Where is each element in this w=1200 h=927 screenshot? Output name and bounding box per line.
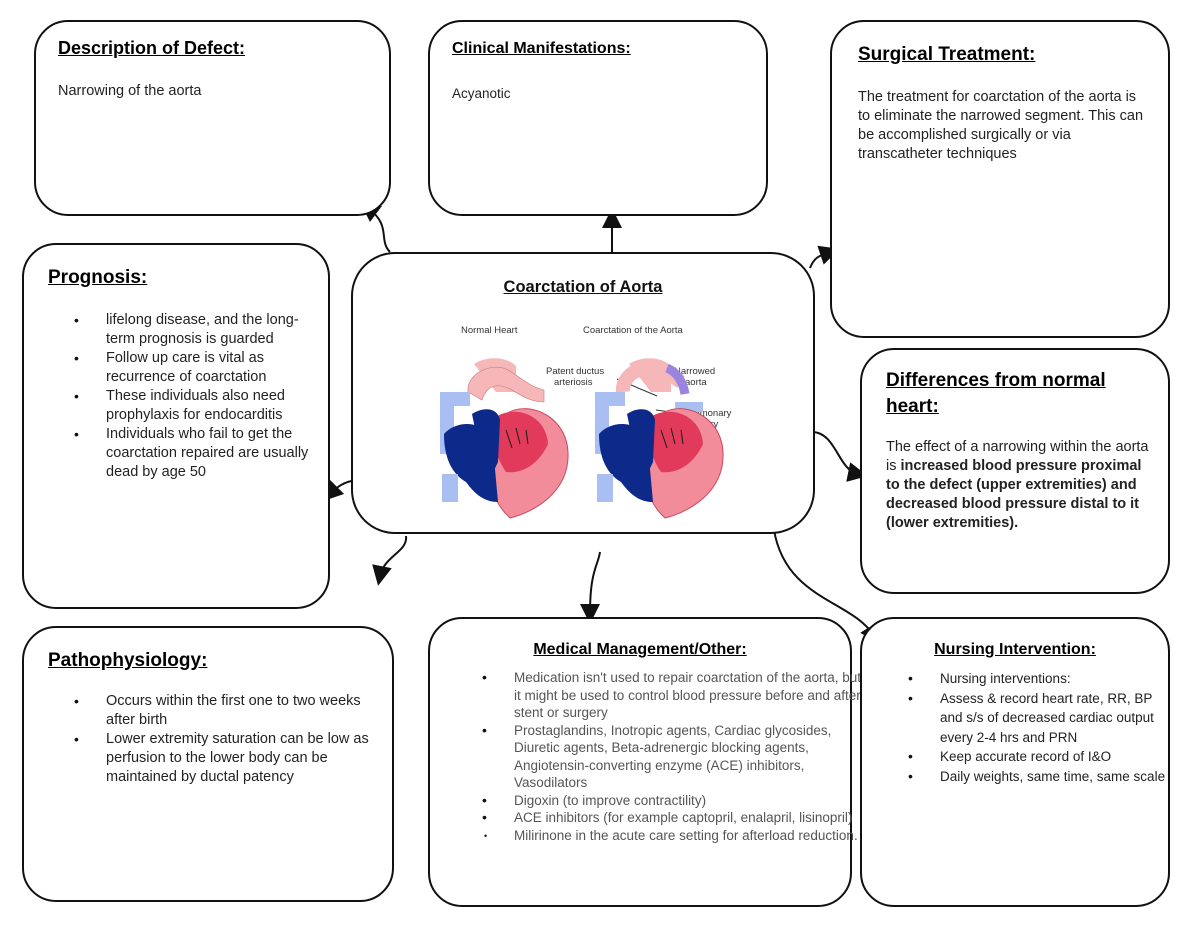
prognosis-item: Follow up care is vital as recurrence of… xyxy=(74,349,314,387)
pathophysiology-box: Pathophysiology: Occurs within the first… xyxy=(22,626,394,902)
nursing-item: Daily weights, same time, same scale xyxy=(908,767,1178,787)
normal-heart xyxy=(440,358,569,519)
description-text: Narrowing of the aorta xyxy=(58,83,202,99)
differences-text-plain: The effect of a narrowing within the aor… xyxy=(886,439,1149,474)
clinical-title: Clinical Manifestations: xyxy=(452,40,631,57)
surgical-title: Surgical Treatment: xyxy=(858,44,1036,65)
prognosis-item: lifelong disease, and the long-term prog… xyxy=(74,311,314,349)
prognosis-list: lifelong disease, and the long-term prog… xyxy=(48,311,314,482)
clinical-box: Clinical Manifestations: Acyanotic xyxy=(428,20,768,216)
nursing-item: Nursing interventions: xyxy=(908,669,1178,689)
medical-list: Medication isn't used to repair coarctat… xyxy=(454,669,862,844)
medical-item: Milirinone in the acute care setting for… xyxy=(482,827,862,844)
arrow-to-differences xyxy=(811,431,868,482)
coarctation-heart xyxy=(595,358,724,519)
nursing-box: Nursing Intervention: Nursing interventi… xyxy=(860,617,1170,907)
pda-label: Patent ductus arteriosis xyxy=(546,366,607,388)
differences-text: The effect of a narrowing within the aor… xyxy=(886,438,1156,533)
medical-item: Medication isn't used to repair coarctat… xyxy=(482,669,862,722)
prognosis-item: Individuals who fail to get the coarctat… xyxy=(74,425,314,482)
narrowed-aorta-label: Narrowed aorta xyxy=(674,366,718,388)
prognosis-box: Prognosis: lifelong disease, and the lon… xyxy=(22,243,330,609)
surgical-box: Surgical Treatment: The treatment for co… xyxy=(830,20,1170,338)
pathophysiology-item: Lower extremity saturation can be low as… xyxy=(74,730,378,787)
differences-title: Differences from normal heart: xyxy=(886,370,1106,417)
pathophysiology-list: Occurs within the first one to two weeks… xyxy=(48,692,378,787)
heart-illustration: Normal Heart Coarctation of the Aorta Pa… xyxy=(440,325,732,519)
surgical-text: The treatment for coarctation of the aor… xyxy=(858,89,1144,162)
pathophysiology-title: Pathophysiology: xyxy=(48,650,208,671)
medical-item: Digoxin (to improve contractility) xyxy=(482,792,862,810)
medical-box: Medical Management/Other: Medication isn… xyxy=(428,617,861,907)
clinical-text: Acyanotic xyxy=(452,86,511,101)
arrow-to-description xyxy=(360,201,391,253)
description-box: Description of Defect: Narrowing of the … xyxy=(34,20,391,216)
nursing-item: Assess & record heart rate, RR, BP and s… xyxy=(908,689,1178,748)
prognosis-title: Prognosis: xyxy=(48,267,148,288)
prognosis-item: These individuals also need prophylaxis … xyxy=(74,387,314,425)
arrow-to-medical xyxy=(580,551,601,624)
center-title: Coarctation of Aorta xyxy=(503,278,663,296)
arrow-to-pathophysiology xyxy=(372,535,408,586)
nursing-list: Nursing interventions: Assess & record h… xyxy=(886,669,1178,786)
pathophysiology-item: Occurs within the first one to two weeks… xyxy=(74,692,378,730)
differences-text-bold: increased blood pressure proximal to the… xyxy=(886,458,1142,531)
normal-heart-label: Normal Heart xyxy=(461,325,518,336)
medical-title: Medical Management/Other: xyxy=(533,641,747,658)
description-title: Description of Defect: xyxy=(58,38,246,58)
medical-item: ACE inhibitors (for example captopril, e… xyxy=(482,809,862,827)
medical-item: Prostaglandins, Inotropic agents, Cardia… xyxy=(482,722,862,792)
nursing-item: Keep accurate record of I&O xyxy=(908,747,1178,767)
nursing-title: Nursing Intervention: xyxy=(934,641,1096,658)
coarctation-label: Coarctation of the Aorta xyxy=(583,325,684,336)
center-box: Coarctation of Aorta Normal Heart Coarct… xyxy=(351,252,815,534)
differences-box: Differences from normal heart: The effec… xyxy=(860,348,1170,594)
